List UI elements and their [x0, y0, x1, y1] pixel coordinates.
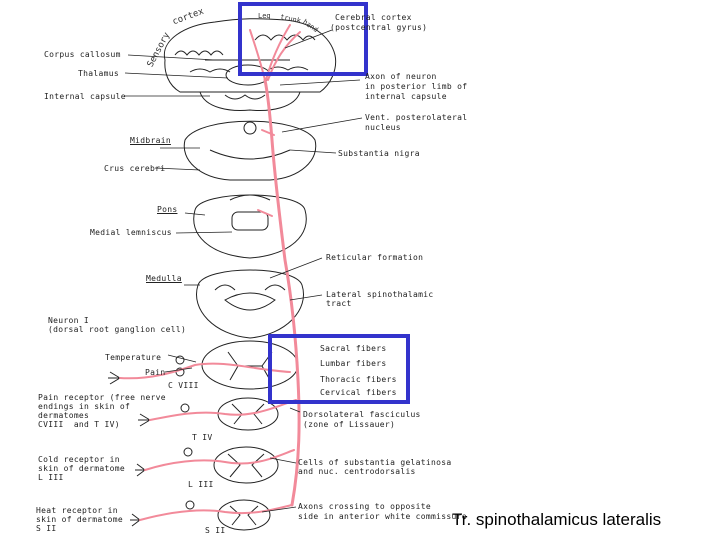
label-axons-crossing-1: Axons crossing to opposite: [298, 502, 432, 511]
label-gelatinosa-2: and nuc. centrodorsalis: [298, 467, 416, 476]
label-pain: Pain: [145, 368, 166, 377]
label-cold-receptor-3: L III: [38, 473, 64, 482]
segment-label-c8: C VIII: [168, 381, 199, 390]
segment-label-l3: L III: [188, 480, 214, 489]
label-vpl-1: Vent. posterolateral: [365, 113, 468, 122]
label-reticular-formation: Reticular formation: [326, 253, 424, 262]
label-pain-receptor-4: CVIII and T IV): [38, 420, 120, 429]
label-lateral-spinothalamic-1: Lateral spinothalamic: [326, 290, 434, 299]
label-medial-lemniscus: Medial lemniscus: [90, 228, 172, 237]
label-axon-2: in posterior limb of: [365, 82, 468, 91]
label-substantia-nigra: Substantia nigra: [338, 149, 420, 158]
label-thoracic-fibers: Thoracic fibers: [320, 375, 397, 384]
label-heat-receptor-2: skin of dermatome: [36, 515, 123, 524]
leg-label: Leg: [258, 12, 271, 20]
label-axon-3: internal capsule: [365, 92, 447, 101]
label-pons: Pons: [157, 205, 178, 214]
label-axon-1: Axon of neuron: [365, 72, 437, 81]
label-cervical-fibers: Cervical fibers: [320, 388, 397, 397]
medulla-section: [196, 269, 304, 339]
label-heat-receptor-1: Heat receptor in: [36, 506, 118, 515]
label-neuron-1-sub: (dorsal root ganglion cell): [48, 325, 187, 334]
leader-lines: [124, 29, 363, 513]
label-heat-receptor-3: S II: [36, 524, 57, 533]
spinothalamic-tract: [119, 24, 301, 521]
label-pain-receptor-3: dermatomes: [38, 411, 90, 420]
label-sacral-fibers: Sacral fibers: [320, 344, 387, 353]
label-crus-cerebri: Crus cerebri: [104, 164, 166, 173]
diagram-caption: Tr. spinothalamicus lateralis: [452, 510, 662, 529]
label-pain-receptor-1: Pain receptor (free nerve: [38, 393, 166, 402]
label-cold-receptor-2: skin of dermatome: [38, 464, 125, 473]
label-axons-crossing-2: side in anterior white commissure: [298, 512, 467, 521]
label-dorsolateral-2: (zone of Lissauer): [303, 420, 396, 429]
label-vpl-2: nucleus: [365, 123, 401, 132]
label-neuron-1: Neuron I: [48, 316, 89, 325]
label-dorsolateral-1: Dorsolateral fasciculus: [303, 410, 421, 419]
label-cold-receptor-1: Cold receptor in: [38, 455, 120, 464]
midbrain-section: [183, 120, 317, 181]
highlight-box-cortex: [238, 2, 368, 76]
label-gelatinosa-1: Cells of substantia gelatinosa: [298, 458, 452, 467]
label-lateral-spinothalamic-2: tract: [326, 299, 352, 308]
label-internal-capsule: Internal capsule: [44, 92, 126, 101]
label-medulla: Medulla: [146, 274, 182, 283]
label-corpus-callosum: Corpus callosum: [44, 50, 121, 59]
spinal-cord-s2: [217, 499, 271, 531]
label-pain-receptor-2: endings in skin of: [38, 402, 131, 411]
label-thalamus: Thalamus: [78, 69, 119, 78]
label-cerebral-cortex-1: Cerebral cortex: [335, 13, 412, 22]
segment-label-s2: S II: [205, 526, 226, 535]
label-lumbar-fibers: Lumbar fibers: [320, 359, 387, 368]
pons-section: [193, 194, 307, 259]
spinal-cord-l3: [213, 446, 279, 484]
label-temperature: Temperature: [105, 353, 162, 362]
label-midbrain: Midbrain: [130, 136, 171, 145]
cerebrum-section: [163, 18, 337, 93]
label-cerebral-cortex-2: (postcentral gyrus): [330, 23, 428, 32]
thalamus-section: [199, 91, 301, 111]
highlight-box-tract-lamination: [268, 334, 410, 404]
segment-label-t4: T IV: [192, 433, 213, 442]
